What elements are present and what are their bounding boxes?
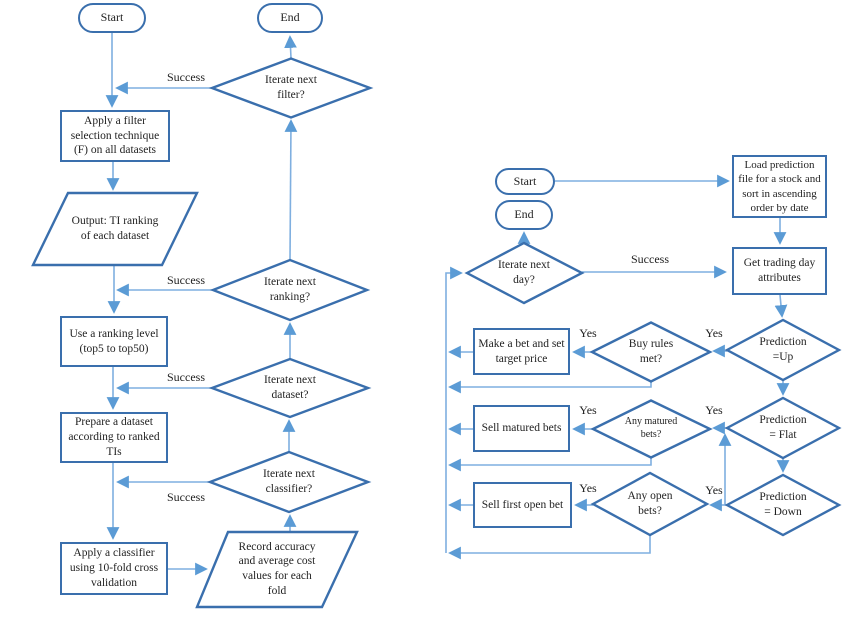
yes-label-buy-to-make: Yes [579,325,597,340]
iterate-next-dataset-diamond [208,357,372,419]
prepare-dataset-step: Prepare a dataset according to ranked TI… [60,412,168,463]
prediction-up-diamond [724,318,842,382]
success-label-filter: Success [167,69,205,84]
edge-get-to-prediction-up [774,294,788,318]
edge-any-matured-no-return [448,458,652,472]
yes-label-open-to-sell: Yes [579,480,597,495]
any-open-bets-diamond [590,471,710,537]
apply-filter-step: Apply a filter selection technique (F) o… [60,110,170,162]
edge-any-open-no-return [448,535,651,560]
yes-label-up-to-buy: Yes [705,325,723,340]
prediction-down-diamond [724,473,842,537]
apply-classifier-step: Apply a classifier using 10-fold cross v… [60,542,168,595]
yes-label-flat-to-matured: Yes [705,402,723,417]
iterate-next-filter-diamond [208,57,374,119]
yes-label-matured-to-sell: Yes [579,402,597,417]
make-bet-step: Make a bet and set target price [473,328,570,375]
record-accuracy-parallelogram [195,530,359,609]
use-ranking-level-step: Use a ranking level (top5 to top50) [60,316,168,367]
iterate-next-day-diamond [464,241,585,305]
left-start-terminator: Start [78,3,146,33]
success-label-dataset: Success [167,369,205,384]
sell-matured-bets-step: Sell matured bets [473,405,570,452]
edge-iterate-ranking-to-filter [284,119,298,261]
yes-label-down-to-open: Yes [705,482,723,497]
edge-collector-to-iterate-day [445,266,463,553]
edge-buy-rules-no-return [448,380,652,394]
output-ti-ranking-parallelogram [31,191,199,267]
buy-rules-met-diamond [589,321,713,383]
success-label-ranking: Success [167,272,205,287]
right-end-terminator: End [495,200,553,230]
success-label-classifier: Success [167,489,205,504]
success-label-day: Success [631,251,669,266]
load-prediction-file-step: Load prediction file for a stock and sor… [732,155,827,218]
get-trading-day-step: Get trading day attributes [732,247,827,295]
sell-first-open-bet-step: Sell first open bet [473,482,572,528]
any-matured-bets-diamond [590,399,713,459]
prediction-flat-diamond [724,396,842,460]
iterate-next-ranking-diamond [209,258,371,322]
iterate-next-classifier-diamond [206,450,372,514]
left-end-terminator: End [257,3,323,33]
right-start-terminator: Start [495,168,555,195]
edge-iterate-filter-to-end [284,35,297,59]
